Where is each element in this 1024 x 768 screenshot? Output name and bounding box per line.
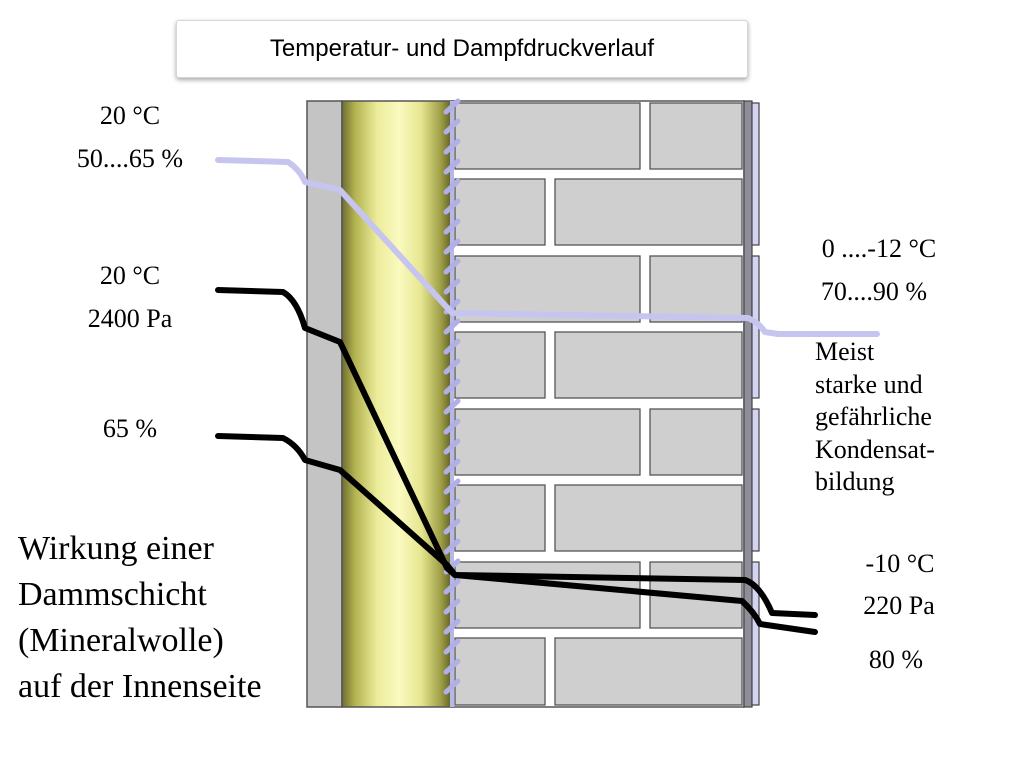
- outer-humidity-range-label: 70....90 %: [820, 277, 928, 306]
- diagram-caption: Wirkung einer Dammschicht (Mineralwolle)…: [18, 526, 262, 710]
- caption-line: auf der Innenseite: [18, 668, 262, 705]
- caption-line: Dammschicht: [18, 576, 207, 613]
- condensation-note-line: Kondensat-: [815, 434, 935, 464]
- inner-vapor-pressure-label: 2400 Pa: [87, 304, 173, 333]
- caption-line: Wirkung einer: [18, 530, 214, 567]
- outer-temp-label: -10 °C: [865, 549, 935, 578]
- inner-temp-label-2: 20 °C: [99, 261, 161, 290]
- caption-line: (Mineralwolle): [18, 622, 224, 659]
- condensation-note-line: gefährliche: [815, 402, 932, 431]
- mineral-wool-insulation-layer: [341, 100, 453, 708]
- relative-humidity-curve: [215, 433, 818, 635]
- condensation-note-line: Meist: [815, 337, 875, 366]
- outer-vapor-pressure-label: 220 Pa: [863, 591, 935, 620]
- exterior-render-layer: [743, 100, 753, 708]
- condensation-note-line: bildung: [815, 467, 895, 496]
- outer-humidity-label: 80 %: [868, 645, 924, 674]
- condensation-note: Meist starke und gefährliche Kondensat- …: [815, 336, 935, 499]
- outer-temp-range-label: 0 ....-12 °C: [821, 234, 937, 263]
- inner-humidity-range-label: 50....65 %: [76, 144, 184, 173]
- diagram-title: Temperatur- und Dampfdruckverlauf: [176, 20, 748, 78]
- interior-plaster-layer: [306, 100, 343, 708]
- inner-humidity-label: 65 %: [102, 414, 158, 443]
- brick-wall-layer: [451, 100, 745, 708]
- condensation-note-line: starke und: [815, 369, 923, 399]
- temperature-curve: [215, 157, 880, 337]
- exterior-render-strips: [751, 102, 760, 706]
- inner-temp-label: 20 °C: [99, 101, 161, 130]
